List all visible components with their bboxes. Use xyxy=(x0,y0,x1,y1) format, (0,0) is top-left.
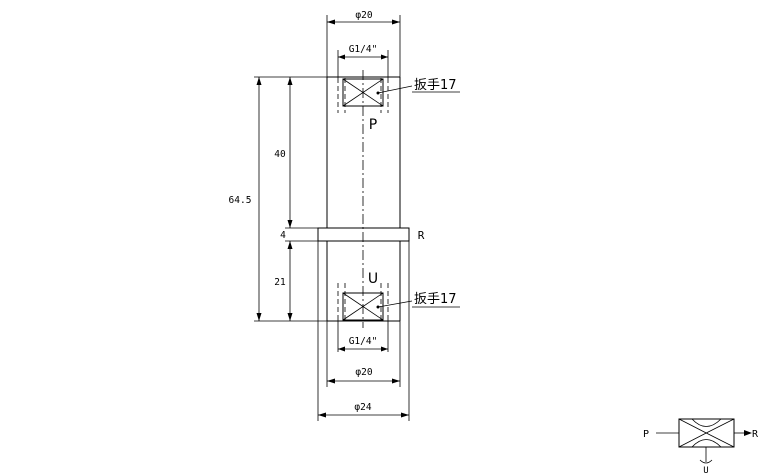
total-length-text: 64.5 xyxy=(229,195,252,206)
dim-top-thread: G1/4" xyxy=(337,44,389,78)
dim-vertical: 64.5 40 4 21 xyxy=(229,76,327,322)
port-p-label: P xyxy=(369,117,377,133)
leader-bottom-wrench: 扳手17 xyxy=(376,291,460,309)
bottom-diameter-text: φ20 xyxy=(355,367,372,378)
upper-length-text: 40 xyxy=(274,149,286,160)
top-wrench-flat xyxy=(342,78,384,107)
dim-bottom-thread: G1/4" xyxy=(337,320,389,352)
top-wrench-label: 扳手17 xyxy=(414,77,457,93)
flange-diameter-text: φ24 xyxy=(354,402,371,413)
symbol-r-label: R xyxy=(752,429,759,440)
bottom-thread-text: G1/4" xyxy=(349,336,378,347)
symbol-u-label: U xyxy=(703,466,708,476)
top-diameter-text: φ20 xyxy=(355,10,372,21)
top-thread-text: G1/4" xyxy=(349,44,378,55)
lower-length-text: 21 xyxy=(274,277,286,288)
valve-symbol: P R U xyxy=(643,418,759,476)
part-body xyxy=(317,76,410,322)
leader-top-wrench: 扳手17 xyxy=(376,77,460,95)
flange-thickness-text: 4 xyxy=(280,230,286,241)
bottom-wrench-label: 扳手17 xyxy=(414,291,457,307)
symbol-p-label: P xyxy=(643,429,649,440)
port-u-label: U xyxy=(368,271,378,287)
dim-flange-diameter: φ24 xyxy=(317,241,410,421)
dim-bottom-diameter: φ20 xyxy=(326,321,401,387)
port-r-label: R xyxy=(418,229,425,242)
dim-top-diameter: φ20 xyxy=(326,10,401,77)
top-port xyxy=(337,78,389,113)
flange xyxy=(317,227,410,242)
